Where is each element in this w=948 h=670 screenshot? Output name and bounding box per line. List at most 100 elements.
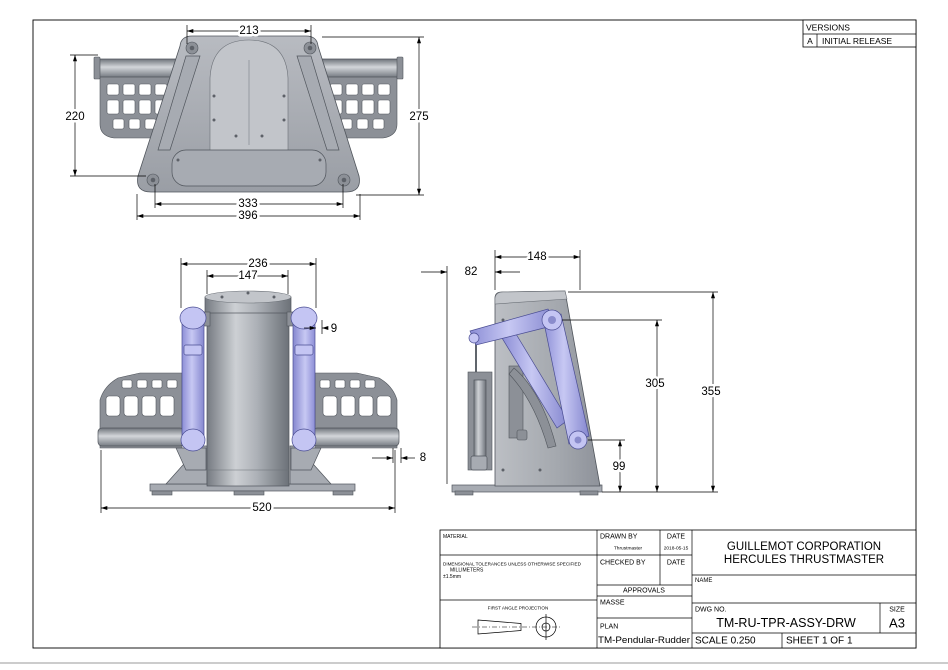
dwg-no-label: DWG NO. xyxy=(695,607,727,614)
checked-date-label: DATE xyxy=(667,560,685,567)
arm-bottom-joint xyxy=(180,428,206,452)
scale-value: SCALE 0.250 xyxy=(695,636,756,647)
screw xyxy=(318,158,322,162)
masse-label: MASSE xyxy=(600,600,625,607)
right-rib xyxy=(296,55,340,151)
column-body xyxy=(206,297,290,487)
company-name-line2: HERCULES THRUSTMASTER xyxy=(724,554,884,566)
material-label: MATERIAL xyxy=(443,534,468,540)
foot xyxy=(579,490,599,496)
approvals-label: APPROVALS xyxy=(623,588,665,595)
mount-hole-center xyxy=(307,45,313,51)
dimension-value: 355 xyxy=(701,386,720,398)
dimension-value: 275 xyxy=(409,111,428,123)
lever-tip-pivot xyxy=(468,332,480,344)
company-name: GUILLEMOT CORPORATION xyxy=(727,541,881,553)
upper-pivot-center xyxy=(548,316,556,324)
pedal-hole xyxy=(105,395,121,417)
pedal-hole xyxy=(122,83,136,96)
pedal-hole xyxy=(151,379,163,389)
screw xyxy=(272,295,276,299)
pedal-hole xyxy=(106,83,120,96)
dimension-value: 148 xyxy=(527,251,546,263)
pedal-hole xyxy=(121,379,133,389)
knob xyxy=(516,429,528,441)
mount-hole-center xyxy=(341,177,347,183)
pedal-hole xyxy=(136,379,148,389)
name-label: NAME xyxy=(695,578,712,584)
drawn-by-value: Thrustmaster xyxy=(614,546,643,552)
checked-by-label: CHECKED BY xyxy=(600,560,646,567)
screw xyxy=(234,134,238,138)
dimension-value: 213 xyxy=(239,25,258,37)
dimension-value: 99 xyxy=(613,461,626,473)
damper-end xyxy=(470,455,488,471)
top-view-extension-lines xyxy=(70,25,424,220)
mount-hole-center xyxy=(189,45,195,51)
dimension-value: 333 xyxy=(238,198,257,210)
screw xyxy=(501,318,505,322)
front-view-left-arm xyxy=(175,306,211,471)
sheet-value: SHEET 1 OF 1 xyxy=(786,636,853,647)
foot xyxy=(332,490,354,496)
version-description: INITIAL RELEASE xyxy=(822,36,892,46)
plan-value: TM-Pendular-Rudder xyxy=(598,635,690,645)
pedal-hole xyxy=(112,118,125,130)
tolerance-value: ±1.5mm xyxy=(443,574,461,580)
foot xyxy=(151,490,173,496)
screw xyxy=(260,134,264,138)
version-rev: A xyxy=(807,36,813,46)
foot xyxy=(233,490,265,496)
screw xyxy=(212,94,216,98)
bottom-recess xyxy=(171,149,327,187)
front-view: 236 147 9 8 520 xyxy=(97,256,429,517)
screw xyxy=(220,295,224,299)
title-block: MATERIAL DIMENSIONAL TOLERANCES UNLESS O… xyxy=(439,529,917,649)
pedal-hole xyxy=(123,395,139,417)
size-value: A3 xyxy=(889,616,905,631)
plan-label: PLAN xyxy=(600,624,618,631)
projection-label: FIRST ANGLE PROJECTION xyxy=(488,606,549,611)
roller-end-cap xyxy=(93,56,101,80)
first-angle-projection-symbol xyxy=(472,614,562,640)
screw xyxy=(246,291,250,295)
size-label: SIZE xyxy=(889,607,905,614)
dimension-value: 82 xyxy=(465,266,478,278)
dimension-value: 220 xyxy=(65,111,84,123)
screw xyxy=(212,118,216,122)
dimension-value: 396 xyxy=(238,210,257,222)
top-view: 213 220 275 333 396 xyxy=(63,23,431,225)
lower-pivot-center xyxy=(574,436,582,444)
inner-pedal-arm xyxy=(508,367,557,449)
pedal-hole xyxy=(159,395,175,417)
pedal-hole xyxy=(138,99,152,115)
arm-mid-block xyxy=(183,344,203,356)
versions-table: VERSIONS A INITIAL RELEASE xyxy=(802,19,917,48)
screw xyxy=(282,94,286,98)
drawn-date-value: 2018-05-15 xyxy=(664,546,689,552)
dimension-value: 236 xyxy=(248,258,267,270)
housing-top-cap xyxy=(494,290,568,305)
versions-title: VERSIONS xyxy=(806,23,850,33)
pedal-hole xyxy=(106,99,120,115)
pedal-roller xyxy=(97,427,185,447)
dimension-value: 8 xyxy=(420,452,426,464)
side-view: 82 148 305 355 99 xyxy=(421,249,723,496)
top-view-left-pedal xyxy=(93,56,185,139)
screw xyxy=(282,118,286,122)
drawn-by-label: DRAWN BY xyxy=(600,534,638,541)
arm-top-joint xyxy=(179,306,207,330)
dimension-value: 520 xyxy=(252,502,271,514)
projection-cone xyxy=(477,619,522,635)
pedal-hole xyxy=(122,99,136,115)
screw xyxy=(501,468,505,472)
left-rib xyxy=(157,55,201,151)
dimension-value: 305 xyxy=(645,378,664,390)
front-view-extension-lines xyxy=(100,258,402,513)
versions-box xyxy=(802,19,917,48)
dimension-value: 147 xyxy=(238,270,257,282)
pedal-hole xyxy=(128,118,141,130)
screw xyxy=(538,468,542,472)
drawn-date-label: DATE xyxy=(667,534,685,541)
